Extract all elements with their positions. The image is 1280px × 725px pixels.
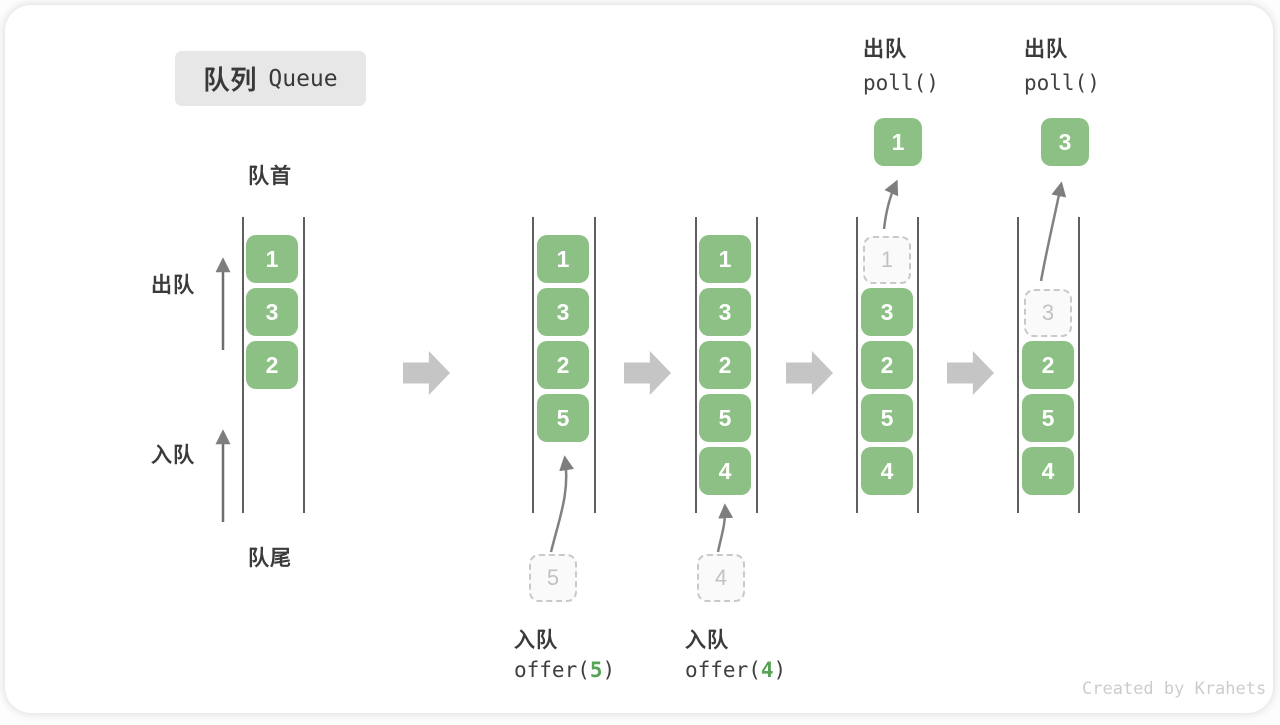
queue-rail [1078, 217, 1080, 513]
polled-element: 1 [874, 118, 922, 166]
queue-rail [242, 217, 244, 513]
queue-element: 2 [246, 341, 298, 389]
state-transition-arrow-icon [624, 351, 671, 395]
queue-element: 2 [1022, 341, 1074, 389]
queue-element: 2 [699, 341, 751, 389]
enqueue-arrow-state3 [716, 503, 734, 553]
code-arg: 4 [760, 658, 774, 682]
queue-element: 3 [699, 288, 751, 336]
label-dequeue-side: 出队 [151, 274, 195, 297]
queue-rail [303, 217, 305, 513]
enqueue-op-code: offer(5) [514, 658, 615, 682]
queue-element: 1 [699, 235, 751, 283]
queue-element: 5 [537, 394, 589, 442]
removed-element-ghost: 3 [1024, 289, 1072, 337]
state-transition-arrow-icon [786, 351, 833, 395]
queue-element: 3 [537, 288, 589, 336]
enqueue-op-label: 入队 [514, 629, 558, 652]
dequeue-op-code: poll() [863, 71, 939, 95]
queue-rail [532, 217, 534, 513]
code-fn: offer( [514, 658, 590, 682]
queue-element: 4 [861, 447, 913, 495]
title-en: Queue [268, 65, 338, 92]
watermark: Created by Krahets [1082, 679, 1267, 699]
queue-element: 4 [1022, 447, 1074, 495]
queue-element: 5 [699, 394, 751, 442]
queue-element: 3 [861, 288, 913, 336]
queue-rail [594, 217, 596, 513]
state-transition-arrow-icon [947, 351, 994, 395]
diagram-card: 队列 Queue 队首 队尾 出队 入队 1 3 2 1 3 2 5 5 1 3… [5, 5, 1273, 713]
queue-element: 1 [537, 235, 589, 283]
title-badge: 队列 Queue [175, 51, 366, 106]
label-queue-rear: 队尾 [248, 547, 292, 570]
dequeue-op-label: 出队 [1024, 38, 1068, 61]
polled-element: 3 [1041, 118, 1089, 166]
label-enqueue-side: 入队 [151, 444, 195, 467]
queue-rail [856, 217, 858, 513]
title-zh: 队列 [203, 65, 258, 95]
code-close: ) [602, 658, 616, 682]
queue-element: 2 [537, 341, 589, 389]
incoming-element-ghost: 5 [529, 554, 577, 602]
queue-rail [917, 217, 919, 513]
queue-rail [1017, 217, 1019, 513]
queue-rail [695, 217, 697, 513]
code-close: ) [773, 658, 787, 682]
enqueue-op-label: 入队 [685, 629, 729, 652]
dequeue-op-label: 出队 [863, 38, 907, 61]
queue-element: 5 [861, 394, 913, 442]
label-queue-front: 队首 [248, 165, 292, 188]
incoming-element-ghost: 4 [697, 554, 745, 602]
queue-element: 5 [1022, 394, 1074, 442]
queue-rail [756, 217, 758, 513]
dequeue-arrow-state4 [882, 179, 899, 230]
queue-element: 2 [861, 341, 913, 389]
state-transition-arrow-icon [403, 351, 450, 395]
dequeue-op-code: poll() [1024, 71, 1100, 95]
enqueue-arrow-state2 [549, 455, 575, 553]
code-arg: 5 [589, 658, 603, 682]
enqueue-op-code: offer(4) [685, 658, 786, 682]
queue-element: 3 [246, 288, 298, 336]
code-fn: offer( [685, 658, 761, 682]
removed-element-ghost: 1 [863, 236, 911, 284]
queue-element: 4 [699, 447, 751, 495]
queue-element: 1 [246, 235, 298, 283]
dequeue-arrow-state5 [1039, 181, 1067, 282]
